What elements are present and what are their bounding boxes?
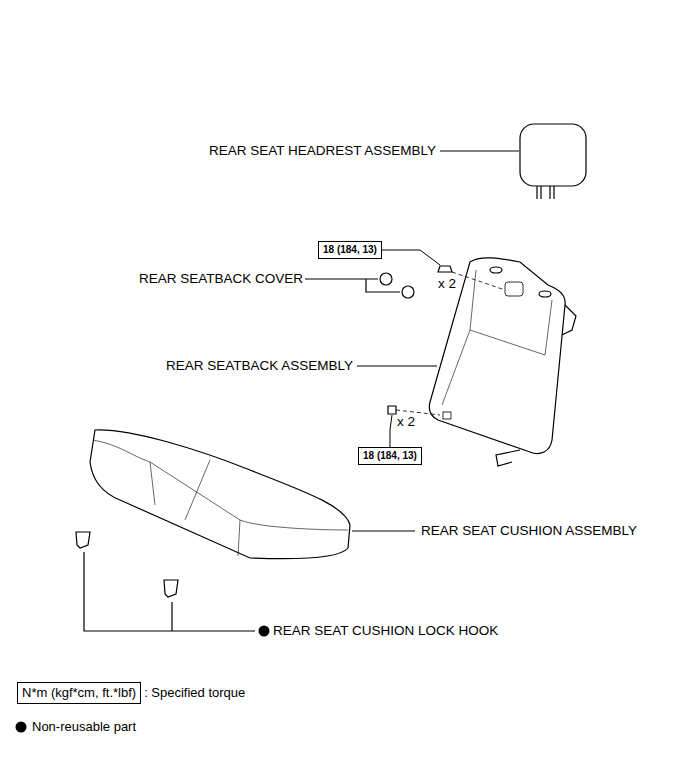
legend-text: : Specified torque (144, 686, 245, 700)
cushion-drawing (90, 430, 350, 559)
torque-box: 18 (184, 13) (318, 241, 382, 259)
torque-value: 18 (184, 13) (363, 450, 417, 462)
part-name: REAR SEAT CUSHION LOCK HOOK (273, 624, 498, 639)
part-name: REAR SEAT CUSHION ASSEMBLY (421, 524, 637, 539)
torque-legend-box: N*m (kgf*cm, ft.*lbf) (17, 682, 141, 704)
headrest-drawing (520, 124, 586, 186)
leader-line (390, 415, 392, 447)
part-name: REAR SEATBACK ASSEMBLY (166, 359, 353, 374)
seatback-drawing (429, 258, 565, 454)
torque-box: 18 (184, 13) (358, 447, 422, 465)
part-name: REAR SEATBACK COVER (139, 272, 303, 287)
part-name: REAR SEAT HEADREST ASSEMBLY (209, 144, 436, 159)
quantity-label: x 2 (397, 415, 415, 430)
non-reusable-bullet (259, 626, 270, 637)
leader-line (382, 250, 440, 265)
quantity-label: x 2 (438, 277, 456, 292)
torque-value: 18 (184, 13) (323, 244, 377, 256)
legend-text: Non-reusable part (32, 720, 136, 734)
torque-value: N*m (kgf*cm, ft.*lbf) (22, 685, 136, 701)
legend-bullet (16, 722, 27, 733)
